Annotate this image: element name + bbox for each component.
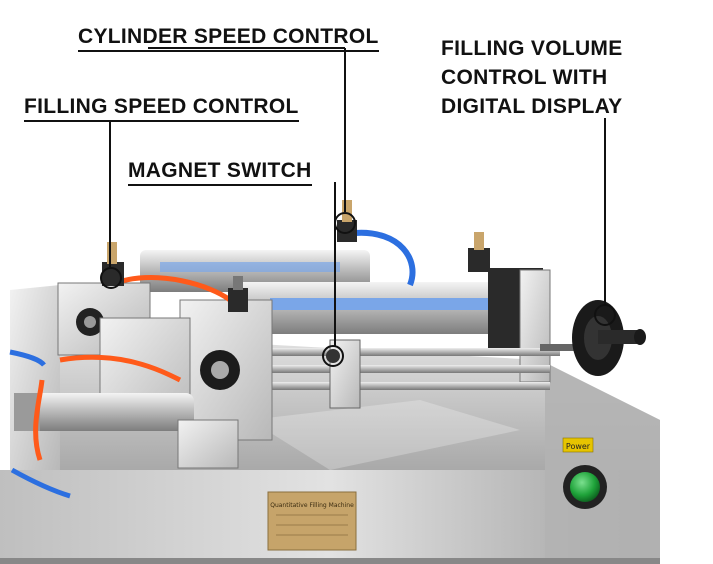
air-fitting-right (468, 232, 490, 272)
power-label-plate (562, 437, 594, 453)
dosing-cylinder (14, 393, 194, 431)
cylinder-speed-control-label: CYLINDER SPEED CONTROL (78, 24, 379, 52)
filling-speed-control-label: FILLING SPEED CONTROL (24, 94, 299, 122)
power-button (570, 472, 600, 502)
nameplate-title: Quantitative Filling Machine (270, 502, 354, 509)
blue-tubing (354, 229, 416, 287)
power-label: Power (566, 442, 591, 451)
filling-volume-line-1: FILLING VOLUME (441, 37, 623, 60)
cylinder-speed-valve (337, 200, 357, 242)
callout-lines (100, 47, 616, 367)
volume-hand-wheel (572, 300, 646, 376)
orange-tubing (117, 275, 232, 303)
magnet-switch-sensor (326, 349, 340, 363)
magnet-switch-label: MAGNET SWITCH (128, 158, 312, 186)
threaded-rod (540, 344, 585, 351)
air-fitting (228, 276, 248, 312)
filling-volume-line-3: DIGITAL DISPLAY (441, 95, 623, 118)
blue-indicator-strip (270, 298, 490, 310)
filling-volume-control-label: FILLING VOLUME CONTROL WITH DIGITAL DISP… (441, 34, 623, 121)
filling-volume-line-2: CONTROL WITH (441, 66, 608, 89)
nameplate (267, 491, 357, 551)
